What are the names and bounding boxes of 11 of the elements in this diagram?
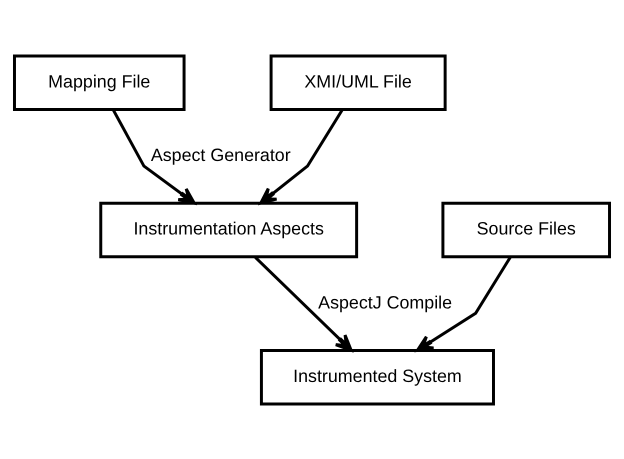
node-box: Instrumentation Aspects [99, 201, 358, 258]
arrow [254, 256, 353, 352]
edge-label: AspectJ Compile [318, 292, 452, 312]
node-box: Source Files [441, 201, 611, 258]
node-box: Mapping File [13, 54, 186, 110]
arrow [259, 108, 344, 204]
arrow [416, 256, 512, 352]
node-box: XMI/UML File [270, 54, 447, 110]
node-box: Instrumented System [260, 348, 495, 406]
edge-label: Aspect Generator [150, 144, 291, 164]
arrow [112, 108, 196, 204]
